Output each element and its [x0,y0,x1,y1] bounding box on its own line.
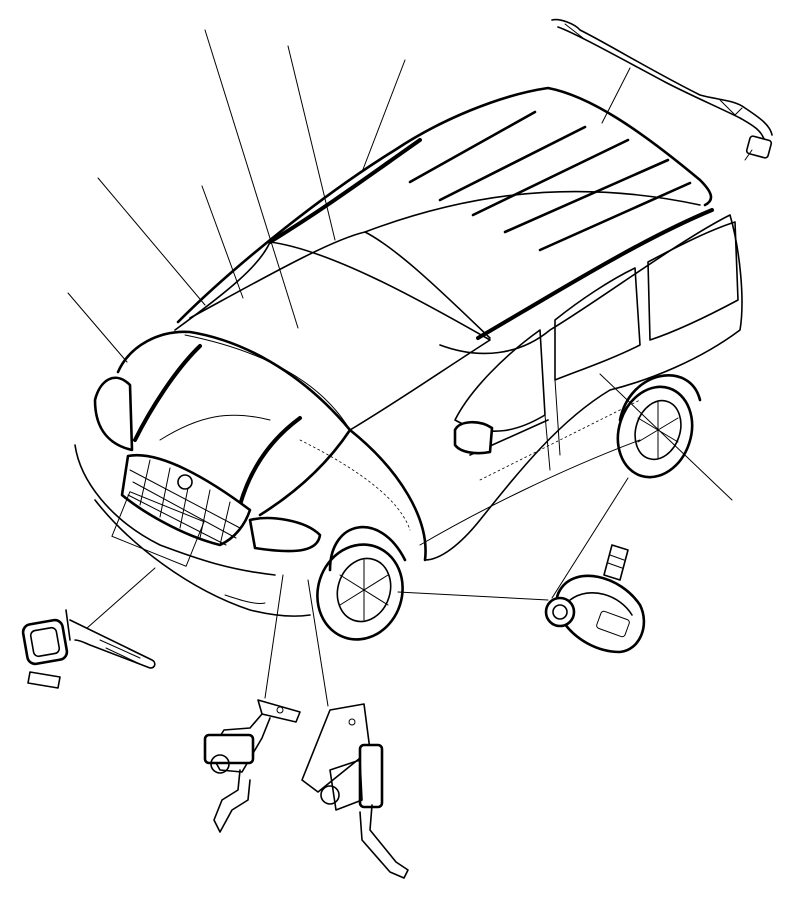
windshield-base [184,334,351,431]
level-sensor-right-arm [358,743,384,809]
roof-groove-2 [438,125,587,202]
wiring-harness-icon [551,18,773,161]
tpms-nut [544,596,576,628]
level-sensor-left-bracket [257,699,301,723]
roof-groove-5 [538,181,692,252]
bumper-upper [74,444,276,576]
hood-outline [116,330,352,517]
hood-crease [159,414,271,441]
sliding-door-window [554,267,641,381]
roof-groove-4 [503,158,670,234]
leader-line-side-sill [599,373,733,501]
leader-line-mirror-area [201,185,244,299]
roof-outline [176,86,713,324]
roof-groove-3 [471,138,630,217]
roof-rear-edge [364,190,701,233]
minivan-icon [74,86,743,641]
front-wheel-arch [328,525,407,572]
bumper-lower [94,499,311,617]
fog-lamp [224,594,266,604]
leader-line-level-sensor-left [264,574,284,699]
roof-groove-1 [408,110,537,184]
headlamp-left [93,376,134,452]
leveling-sensor-icon [301,703,409,879]
sensor-housing [21,618,69,666]
leader-line-front-sensor [77,567,156,637]
license-plate-area [111,491,205,567]
leader-line-roof-front [287,45,336,241]
rear-wheel-arch [618,374,702,422]
leader-line-tpms-rear [551,477,629,599]
roof-rail-right [476,208,714,340]
leader-line-headlamp [67,292,128,363]
front-fender [348,428,427,562]
windshield-top-edge [189,231,491,339]
hood-stripe-right [238,416,302,507]
leader-line-tpms-front [397,591,549,601]
leader-line-harness [601,67,631,124]
leveling-sensor-icon [203,699,301,833]
rocker-line [419,439,641,546]
level-sensor-right-bracket [301,703,371,793]
harness-connector [745,135,773,159]
headlamp-right [248,516,322,553]
door-seams [544,379,561,471]
side-body-outline [424,214,743,561]
leader-line-windshield-center [204,29,299,329]
leader-lines [67,29,733,707]
valve-stem [603,544,629,581]
leader-line-windshield-left [97,177,206,306]
rear-quarter-window [647,221,739,341]
hood-stripe-left [133,344,202,442]
rear-wheel [616,374,702,479]
leader-line-level-sensor-right [307,579,329,707]
grille-bars-vertical [139,459,231,546]
side-mirror [453,420,494,455]
front-wheel [316,525,407,641]
front-door-window [454,329,546,432]
badge [177,474,193,490]
roof-rail-left [268,138,422,244]
sensor-bracket-icon [21,609,156,689]
grille-bars-horizontal [127,469,241,546]
tpms-valve-icon [544,544,646,654]
windshield-frame [174,241,491,431]
leader-line-roof-rail [361,59,406,173]
